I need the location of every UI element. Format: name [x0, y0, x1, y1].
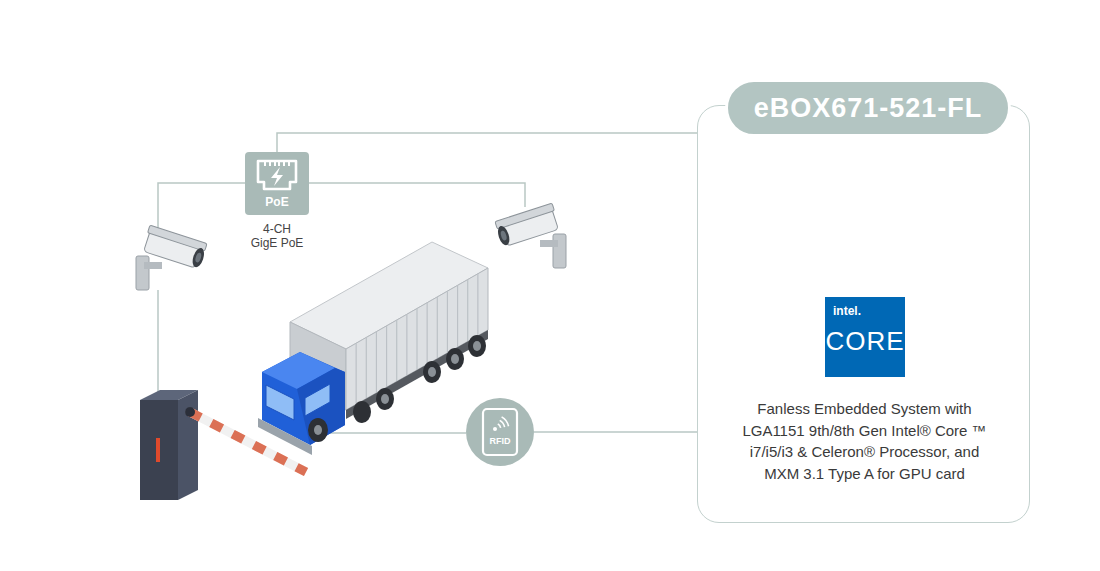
product-name: eBOX671-521-FL [728, 82, 1008, 134]
cab-windshield [266, 385, 294, 420]
jack-pin [288, 161, 290, 166]
truck [258, 242, 488, 455]
camera-lens [496, 225, 512, 247]
camera-hood [495, 203, 555, 229]
barrier-front [140, 400, 178, 500]
container-rib [396, 320, 397, 381]
product-name-pill: eBOX671-521-FL [725, 79, 1011, 137]
camera-arm [144, 262, 162, 269]
rfid-reader-circle: RFID [466, 398, 534, 466]
wheel-hub [451, 354, 459, 364]
wheel-hub [381, 394, 389, 404]
container-rib [437, 297, 438, 359]
wheel-hub [428, 367, 436, 377]
rfid-wave [499, 420, 505, 428]
camera-arm [540, 240, 558, 247]
camera-bracket [136, 256, 149, 290]
wheel [308, 418, 328, 442]
camera-lens [190, 247, 206, 269]
container-rib [477, 274, 478, 336]
product-description: Fanless Embedded System with LGA1151 9th… [740, 398, 989, 484]
container-rib [457, 285, 458, 347]
ethernet-jack-outline [258, 161, 296, 189]
wheel-hub [473, 341, 481, 351]
poe-caption: 4-CH GigE PoE [249, 222, 305, 250]
wheel [468, 335, 486, 357]
camera-right [494, 203, 566, 268]
rfid-circle [466, 398, 534, 466]
camera-wire [309, 183, 525, 207]
wheel [353, 401, 371, 423]
camera-body-group [142, 225, 208, 270]
container-rib [406, 314, 407, 375]
camera-left [136, 225, 208, 290]
container-side [346, 268, 488, 410]
poe-switch-box: PoE4-CH GigE PoE [245, 152, 309, 215]
jack-pin [274, 161, 276, 166]
camera-lens-glass [194, 252, 202, 263]
rfid-wave [497, 423, 501, 428]
container-rib [376, 332, 377, 393]
jack-pin [278, 161, 280, 166]
camera-wire [158, 183, 245, 228]
rfid-dot [493, 427, 497, 431]
cab-bumper [258, 418, 312, 455]
container-rib [366, 337, 367, 398]
barrier-side [178, 390, 198, 500]
barrier-wire [157, 290, 159, 392]
wheel [446, 348, 464, 370]
intel-core-logo: intel. CORE [825, 297, 905, 377]
container-rib [427, 303, 428, 365]
container-rib [416, 309, 417, 371]
wheel [376, 388, 394, 410]
camera-lens-glass [500, 230, 508, 241]
connector-line [534, 431, 697, 433]
rfid-label: RFID [466, 435, 534, 447]
wheel [423, 361, 441, 383]
intel-wordmark: intel. [833, 304, 893, 318]
truck-wheels [353, 335, 486, 423]
wheel-hub [314, 425, 322, 435]
container-rib [386, 326, 387, 387]
rfid-icon [466, 398, 534, 466]
connector-line [277, 133, 697, 152]
truck-wire [318, 432, 466, 434]
jack-pin [264, 161, 266, 166]
jack-pin [283, 161, 285, 166]
barrier-light [156, 438, 160, 462]
camera-hood [148, 225, 208, 251]
lightning-bolt [271, 167, 283, 186]
rfid-wave [501, 416, 509, 426]
core-wordmark: CORE [825, 326, 905, 356]
jack-pin [269, 161, 271, 166]
camera-body-group [494, 203, 560, 248]
container-rib [467, 280, 468, 342]
barrier-pivot [185, 407, 195, 417]
product-panel: Fanless Embedded System with LGA1151 9th… [697, 105, 1030, 523]
cab-side [297, 368, 345, 445]
camera-bracket [553, 234, 566, 268]
rfid-card [483, 409, 517, 455]
container-rib [356, 343, 357, 404]
container-rib [447, 291, 448, 353]
cab-window [305, 384, 330, 416]
poe-label: PoE [245, 194, 309, 210]
container-ribs [356, 274, 478, 405]
